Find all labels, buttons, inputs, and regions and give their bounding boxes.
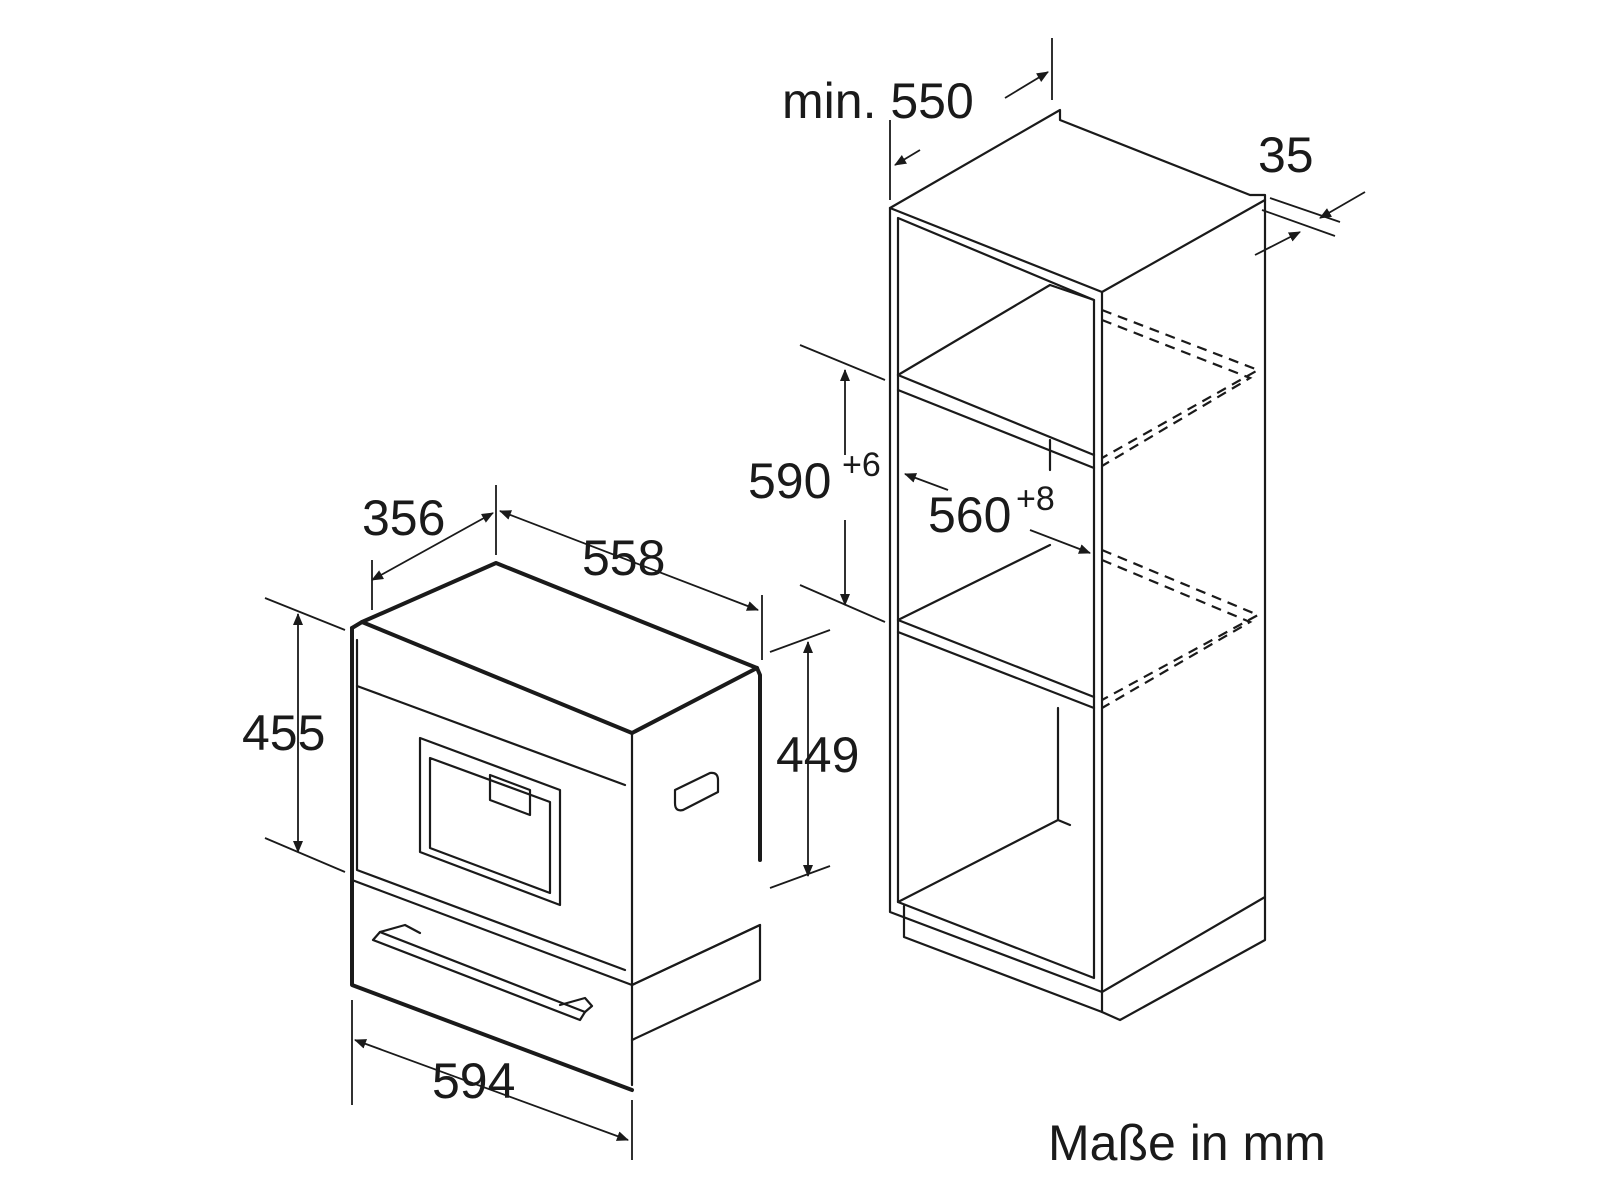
lower-compartment-back [896, 706, 1072, 904]
machine-inner-frame [355, 638, 627, 972]
cabinet-plinth-side [1100, 895, 1267, 1022]
drawer-handle-ends [378, 923, 594, 1014]
label-niche-height: 590 [748, 453, 831, 509]
label-panel-thickness: 35 [1258, 127, 1314, 183]
machine-dimensions [264, 485, 831, 1160]
shelf-2 [896, 543, 1096, 699]
tall-cabinet-drawing [888, 108, 1267, 1022]
machine-top-back-edge [360, 561, 759, 670]
drawer-side [630, 923, 762, 1042]
caption-units: Maße in mm [1048, 1115, 1326, 1171]
dashed-shelf-2 [1101, 548, 1261, 701]
label-machine-front-width: 594 [432, 1053, 515, 1109]
dashed-shelf-1 [1101, 308, 1261, 459]
shelf-1-front [896, 373, 1096, 457]
shelf-2-lower [896, 630, 1096, 710]
dashed-shelf-2b [1101, 558, 1253, 709]
cabinet-plinth [902, 904, 1104, 1014]
label-machine-depth: 356 [362, 490, 445, 546]
machine-right-top-edge [630, 666, 762, 862]
shelf-1-front-lower [896, 388, 1096, 470]
label-machine-height-body: 449 [776, 727, 859, 783]
label-niche-depth: min. 550 [782, 73, 974, 129]
side-grip [673, 771, 720, 812]
machine-control-strip [355, 684, 627, 787]
coffee-machine-drawing [350, 561, 762, 1092]
label-niche-height-tolerance: +6 [842, 446, 881, 484]
dispenser-inner [428, 756, 552, 895]
cabinet-top-front-edge [1100, 198, 1267, 294]
cabinet-front-outline [888, 206, 1104, 994]
machine-front-top-edge [350, 620, 634, 735]
shelf-top-back [896, 283, 1096, 377]
dashed-shelf-1b [1101, 318, 1253, 467]
machine-front-outline [350, 626, 634, 1092]
label-niche-width-tolerance: +8 [1016, 480, 1055, 518]
cabinet-top-and-side [888, 108, 1267, 994]
label-machine-width-top: 558 [582, 530, 665, 586]
label-niche-width: 560 [928, 487, 1011, 543]
dispenser-opening [418, 736, 562, 907]
cabinet-inner-frame [896, 216, 1096, 980]
label-machine-height-total: 455 [242, 705, 325, 761]
dispenser-spout [488, 773, 532, 817]
cabinet-dimensions [799, 38, 1366, 623]
